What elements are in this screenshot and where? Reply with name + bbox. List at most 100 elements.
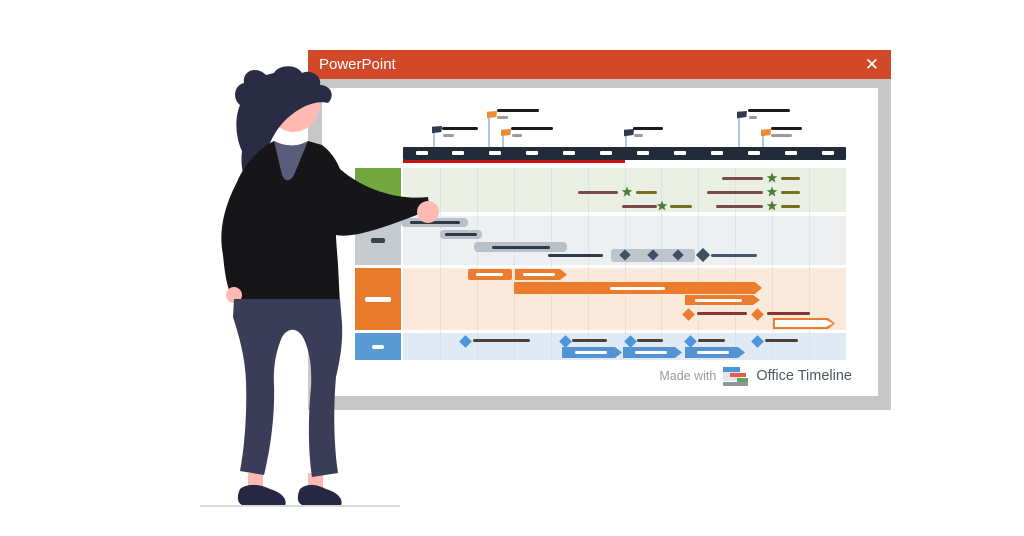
person-right-shoe [297, 484, 342, 506]
person-left-shoe [237, 484, 286, 506]
ground-line [200, 505, 400, 507]
logo-red-bar [730, 373, 747, 377]
timeline-tick [415, 151, 428, 155]
gridline [476, 168, 478, 360]
window-titlebar[interactable]: PowerPoint ✕ [308, 50, 891, 79]
gridline [587, 168, 589, 360]
milestone-stem [738, 118, 740, 147]
watermark: Made with Office Timeline [659, 365, 852, 386]
task-arrow-bar-text-line [695, 298, 742, 302]
row-label-text-line [365, 296, 391, 302]
timeline-band [403, 147, 846, 160]
timeline-tick [526, 151, 539, 155]
star-milestone [766, 186, 778, 197]
powerpoint-window: PowerPoint ✕ Made with Office Timeline [308, 50, 891, 410]
milestone-title-line [748, 109, 790, 112]
timeline-tick [784, 151, 797, 155]
milestone-flag-icon [487, 111, 497, 119]
slide-canvas: Made with Office Timeline [322, 88, 878, 396]
milestone-title-line [633, 127, 663, 130]
gridline [624, 168, 626, 360]
task-arrow-bar-text-line [697, 351, 729, 354]
timeline-tick [563, 151, 576, 155]
date-line [781, 191, 800, 194]
task-line [698, 339, 725, 342]
made-with-text: Made with [659, 368, 717, 383]
date-line [781, 205, 800, 208]
timeline-tick [452, 151, 465, 155]
timeline-tick [600, 151, 612, 155]
task-line [707, 191, 763, 194]
milestone-stem [625, 136, 627, 147]
gridline [550, 168, 552, 360]
task-line [572, 339, 607, 342]
close-button[interactable]: ✕ [864, 55, 879, 74]
milestone-date-line [749, 116, 757, 119]
timeline-tick [489, 151, 502, 155]
row-label-text-line [372, 344, 384, 349]
milestone-flag-icon [761, 129, 771, 137]
task-line [622, 205, 657, 208]
gridline [513, 168, 515, 360]
task-arrow-outline-fill [775, 320, 833, 327]
row-label-text-line [371, 238, 385, 243]
person-sweater [221, 141, 430, 305]
milestone-date-line [771, 134, 792, 137]
task-arrow-bar-text-line [575, 351, 607, 354]
date-line [781, 177, 800, 180]
task-line [473, 339, 530, 342]
task-line [637, 339, 663, 342]
milestone-date-line [443, 134, 454, 137]
gridline [698, 168, 700, 360]
task-line [711, 254, 757, 257]
gridline [735, 168, 737, 360]
timeline-tick [637, 151, 649, 155]
timeline-tick [747, 151, 760, 155]
milestone-stem [433, 133, 435, 147]
window-title: PowerPoint [319, 56, 396, 73]
task-line [578, 191, 618, 194]
office-timeline-logo-icon [723, 365, 749, 386]
milestone-date-line [512, 134, 522, 137]
logo-gray-bar [723, 382, 749, 386]
presenter-illustration [221, 66, 439, 506]
gridline [661, 168, 663, 360]
milestone-date-line [497, 116, 508, 119]
task-line [697, 312, 747, 315]
task-arrow-bar-text-line [523, 273, 555, 276]
date-line [636, 191, 657, 194]
gridline [809, 168, 811, 360]
logo-green-bar [737, 378, 749, 382]
gridline [772, 168, 774, 360]
milestone-title-line [442, 127, 478, 130]
task-bar-text-line [492, 245, 550, 249]
milestone-stem [502, 136, 504, 147]
task-line [765, 339, 798, 342]
star-milestone [621, 186, 633, 197]
milestone-flag-icon [501, 129, 511, 137]
task-arrow-bar-text-line [610, 286, 665, 290]
brand-text: Office Timeline [756, 367, 852, 384]
milestone-title-line [497, 109, 539, 112]
task-line [548, 254, 603, 257]
person-collar [274, 141, 308, 181]
person-pants [233, 299, 343, 477]
star-milestone [656, 200, 668, 211]
timeline-tick [710, 151, 723, 155]
task-bar-text-line [410, 221, 460, 224]
task-line [722, 177, 763, 180]
milestone-flag-icon [624, 129, 634, 137]
timeline-tick [821, 151, 834, 155]
task-arrow-bar-text-line [635, 351, 667, 354]
star-milestone [766, 200, 778, 211]
milestone-flag-icon [432, 126, 442, 134]
timeline-tick [673, 151, 686, 155]
elapsed-time-line [403, 160, 625, 163]
logo-blue-bar [723, 367, 741, 372]
task-bar-text-line [476, 273, 503, 276]
milestone-title-line [771, 127, 802, 130]
gridline [439, 168, 441, 360]
star-milestone [766, 172, 778, 183]
task-bar-text-line [445, 233, 477, 236]
